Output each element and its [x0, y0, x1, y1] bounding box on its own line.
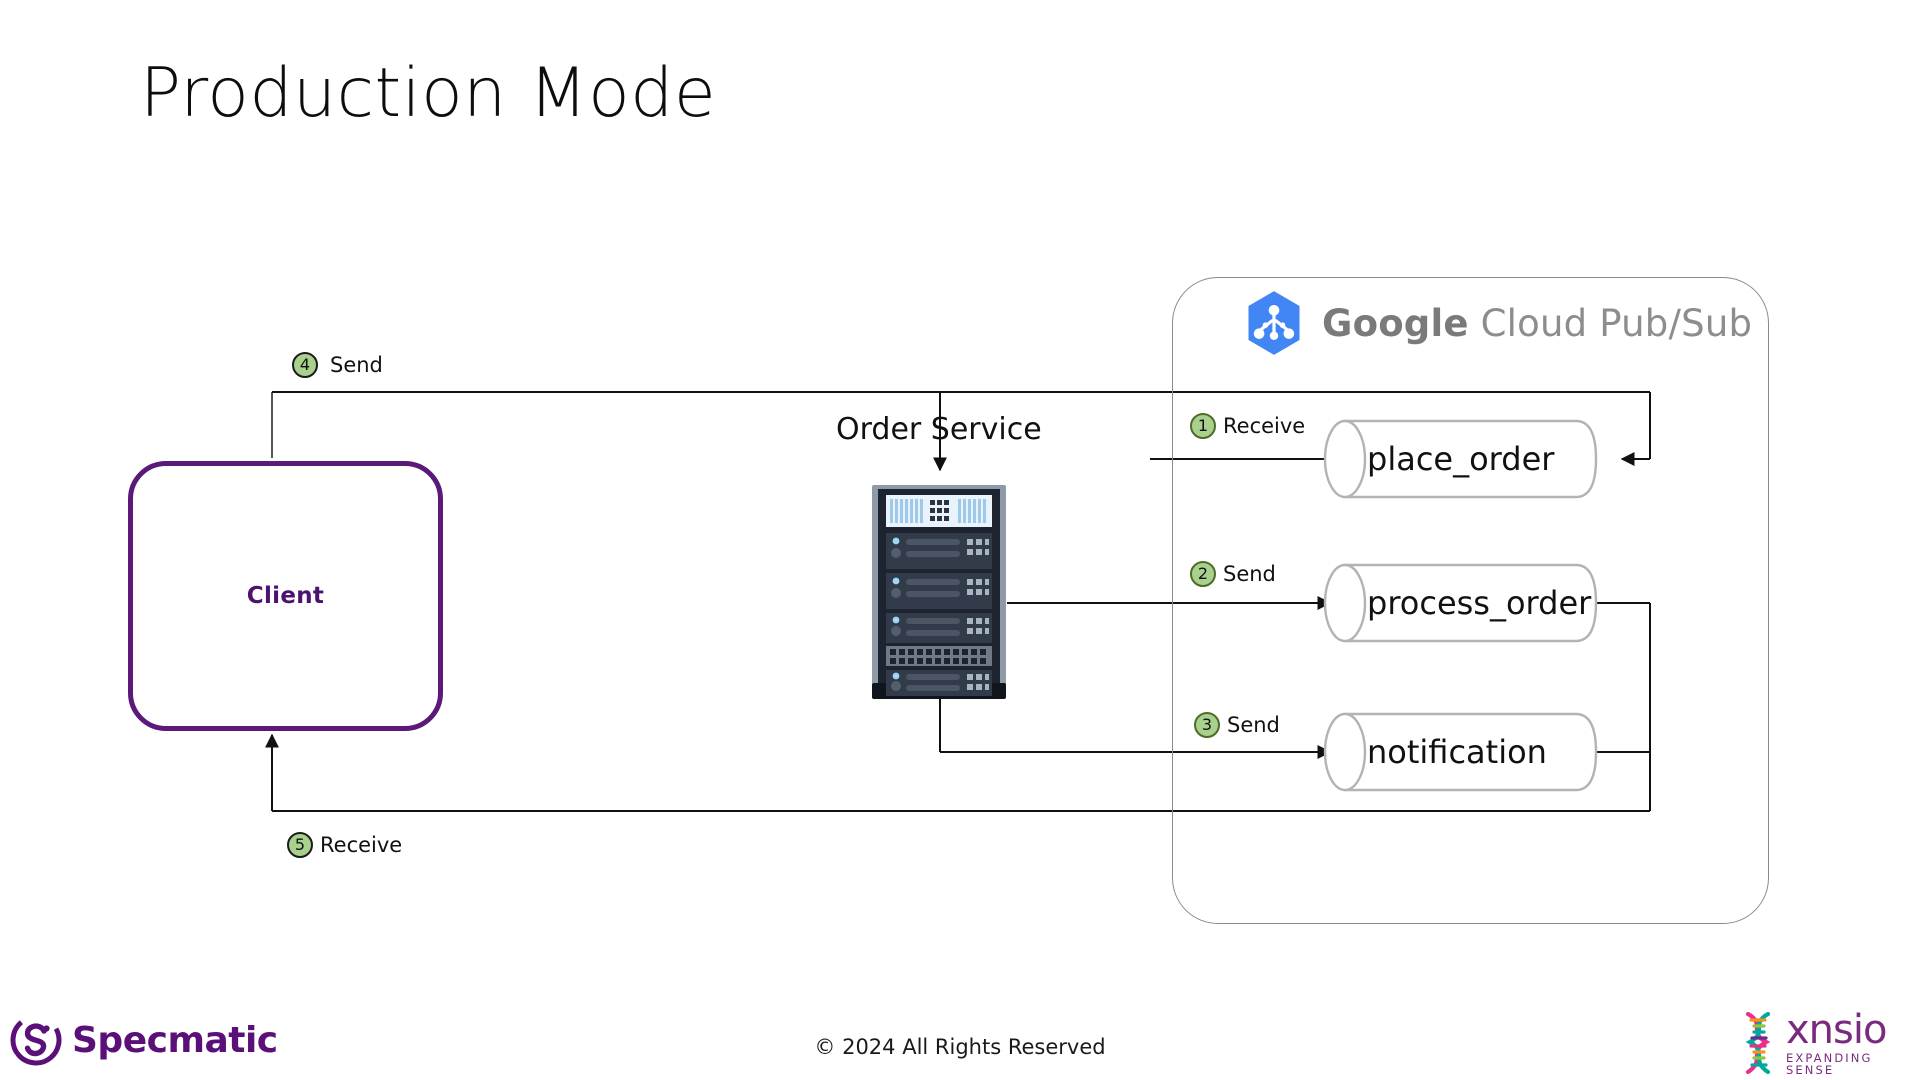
- xnsio-helix-logo-icon: [1745, 1012, 1771, 1074]
- specmatic-logo: Specmatic: [10, 1014, 278, 1066]
- server-rack-icon: [872, 485, 1006, 699]
- xnsio-logo: xnsio EXPANDING SENSE: [1738, 1010, 1920, 1076]
- topic-label-place-order: place_order: [1367, 440, 1555, 478]
- pubsub-product-text: Cloud Pub/Sub: [1468, 301, 1753, 345]
- specmatic-s-logo-icon: [10, 1014, 62, 1066]
- xnsio-tagline: EXPANDING SENSE: [1786, 1051, 1873, 1077]
- xnsio-wordmark: xnsio: [1786, 1007, 1887, 1053]
- google-cloud-pubsub-logo: Google Cloud Pub/Sub: [1240, 290, 1752, 356]
- step-marker-1: 1 Receive: [1190, 413, 1305, 439]
- pubsub-wordmark: Google Cloud Pub/Sub: [1322, 302, 1752, 345]
- step-marker-3: 3 Send: [1194, 712, 1280, 738]
- pubsub-brand-text: Google: [1322, 301, 1469, 345]
- step-label-4: Send: [330, 353, 383, 377]
- specmatic-wordmark: Specmatic: [72, 1019, 278, 1061]
- step-number-3: 3: [1194, 712, 1220, 738]
- step-marker-2: 2 Send: [1190, 561, 1276, 587]
- step-number-2: 2: [1190, 561, 1216, 587]
- copyright-text: © 2024 All Rights Reserved: [814, 1035, 1106, 1059]
- step-label-1: Receive: [1223, 414, 1306, 438]
- topic-label-process-order: process_order: [1367, 584, 1592, 622]
- step-marker-4: 4 Send: [292, 352, 383, 378]
- topic-label-notification: notification: [1367, 733, 1547, 771]
- step-marker-5: 5 Receive: [287, 832, 402, 858]
- topic-cylinder-place-order: [1323, 419, 1598, 499]
- order-service-label: Order Service: [836, 412, 1042, 447]
- google-cloud-pubsub-container: [1172, 277, 1769, 924]
- client-node[interactable]: Client: [128, 461, 443, 731]
- step-label-3: Send: [1227, 713, 1280, 737]
- step-number-5: 5: [287, 832, 313, 858]
- step-label-2: Send: [1223, 562, 1276, 586]
- step-number-1: 1: [1190, 413, 1216, 439]
- client-label: Client: [246, 583, 325, 609]
- topic-cylinder-process-order: [1323, 563, 1598, 643]
- topic-cylinder-notification: [1323, 712, 1598, 792]
- page-title: Production Mode: [140, 54, 717, 133]
- step-number-4: 4: [292, 352, 318, 378]
- step-label-5: Receive: [320, 833, 403, 857]
- google-cloud-pubsub-hexagon-icon: [1248, 291, 1300, 355]
